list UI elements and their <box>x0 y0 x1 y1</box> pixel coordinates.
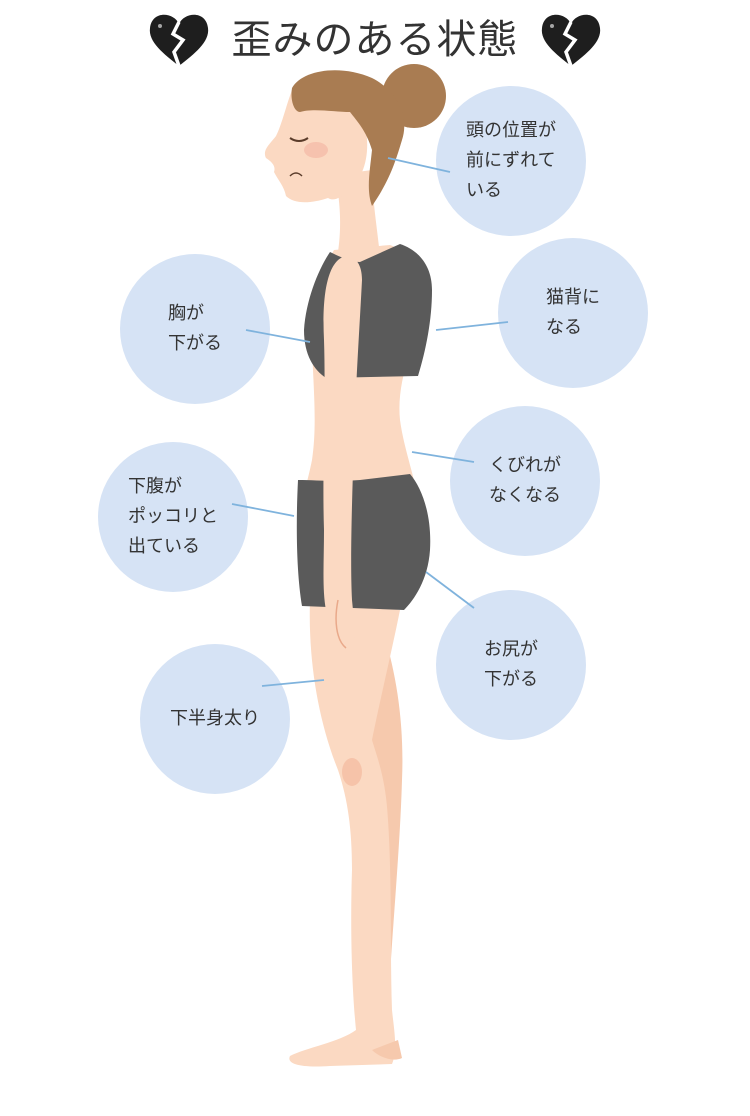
label-hunched-back: 猫背に なる <box>546 287 600 338</box>
bubble-hip-sag: お尻が 下がる <box>436 590 586 740</box>
label-lower-body-fat: 下半身太り <box>170 708 260 729</box>
leader-head-forward <box>387 157 451 173</box>
leader-waist-loss <box>411 451 475 463</box>
sports-bra <box>304 244 432 378</box>
bubble-chest-sag: 胸が 下がる <box>120 254 270 404</box>
label-hip-sag: お尻が 下がる <box>484 639 538 690</box>
hair <box>291 70 405 206</box>
bubble-belly-out: 下腹が ポッコリと 出ている <box>98 442 248 592</box>
bubble-hunched-back: 猫背に なる <box>498 238 648 388</box>
leader-chest-sag <box>245 329 311 343</box>
bubble-lower-body-fat: 下半身太り <box>140 644 290 794</box>
broken-heart-icon <box>541 14 600 67</box>
leader-hip-sag <box>425 571 475 609</box>
arm <box>323 256 362 647</box>
label-chest-sag: 胸が 下がる <box>168 303 222 354</box>
leader-hunched-back <box>435 321 509 331</box>
bubble-head-forward: 頭の位置が 前にずれて いる <box>436 86 586 236</box>
bubble-waist-loss: くびれが なくなる <box>450 406 600 556</box>
label-belly-out: 下腹が ポッコリと 出ている <box>128 476 218 557</box>
title-row: 歪みのある状態 <box>0 8 750 72</box>
page-title: 歪みのある状態 <box>231 17 519 63</box>
leader-belly-out <box>231 503 295 517</box>
leader-lower-body-fat <box>261 679 325 687</box>
front-leg <box>289 600 400 1067</box>
label-head-forward: 頭の位置が 前にずれて いる <box>466 120 556 201</box>
label-waist-loss: くびれが なくなる <box>489 455 561 506</box>
shorts <box>296 474 431 610</box>
broken-heart-icon <box>150 14 209 67</box>
